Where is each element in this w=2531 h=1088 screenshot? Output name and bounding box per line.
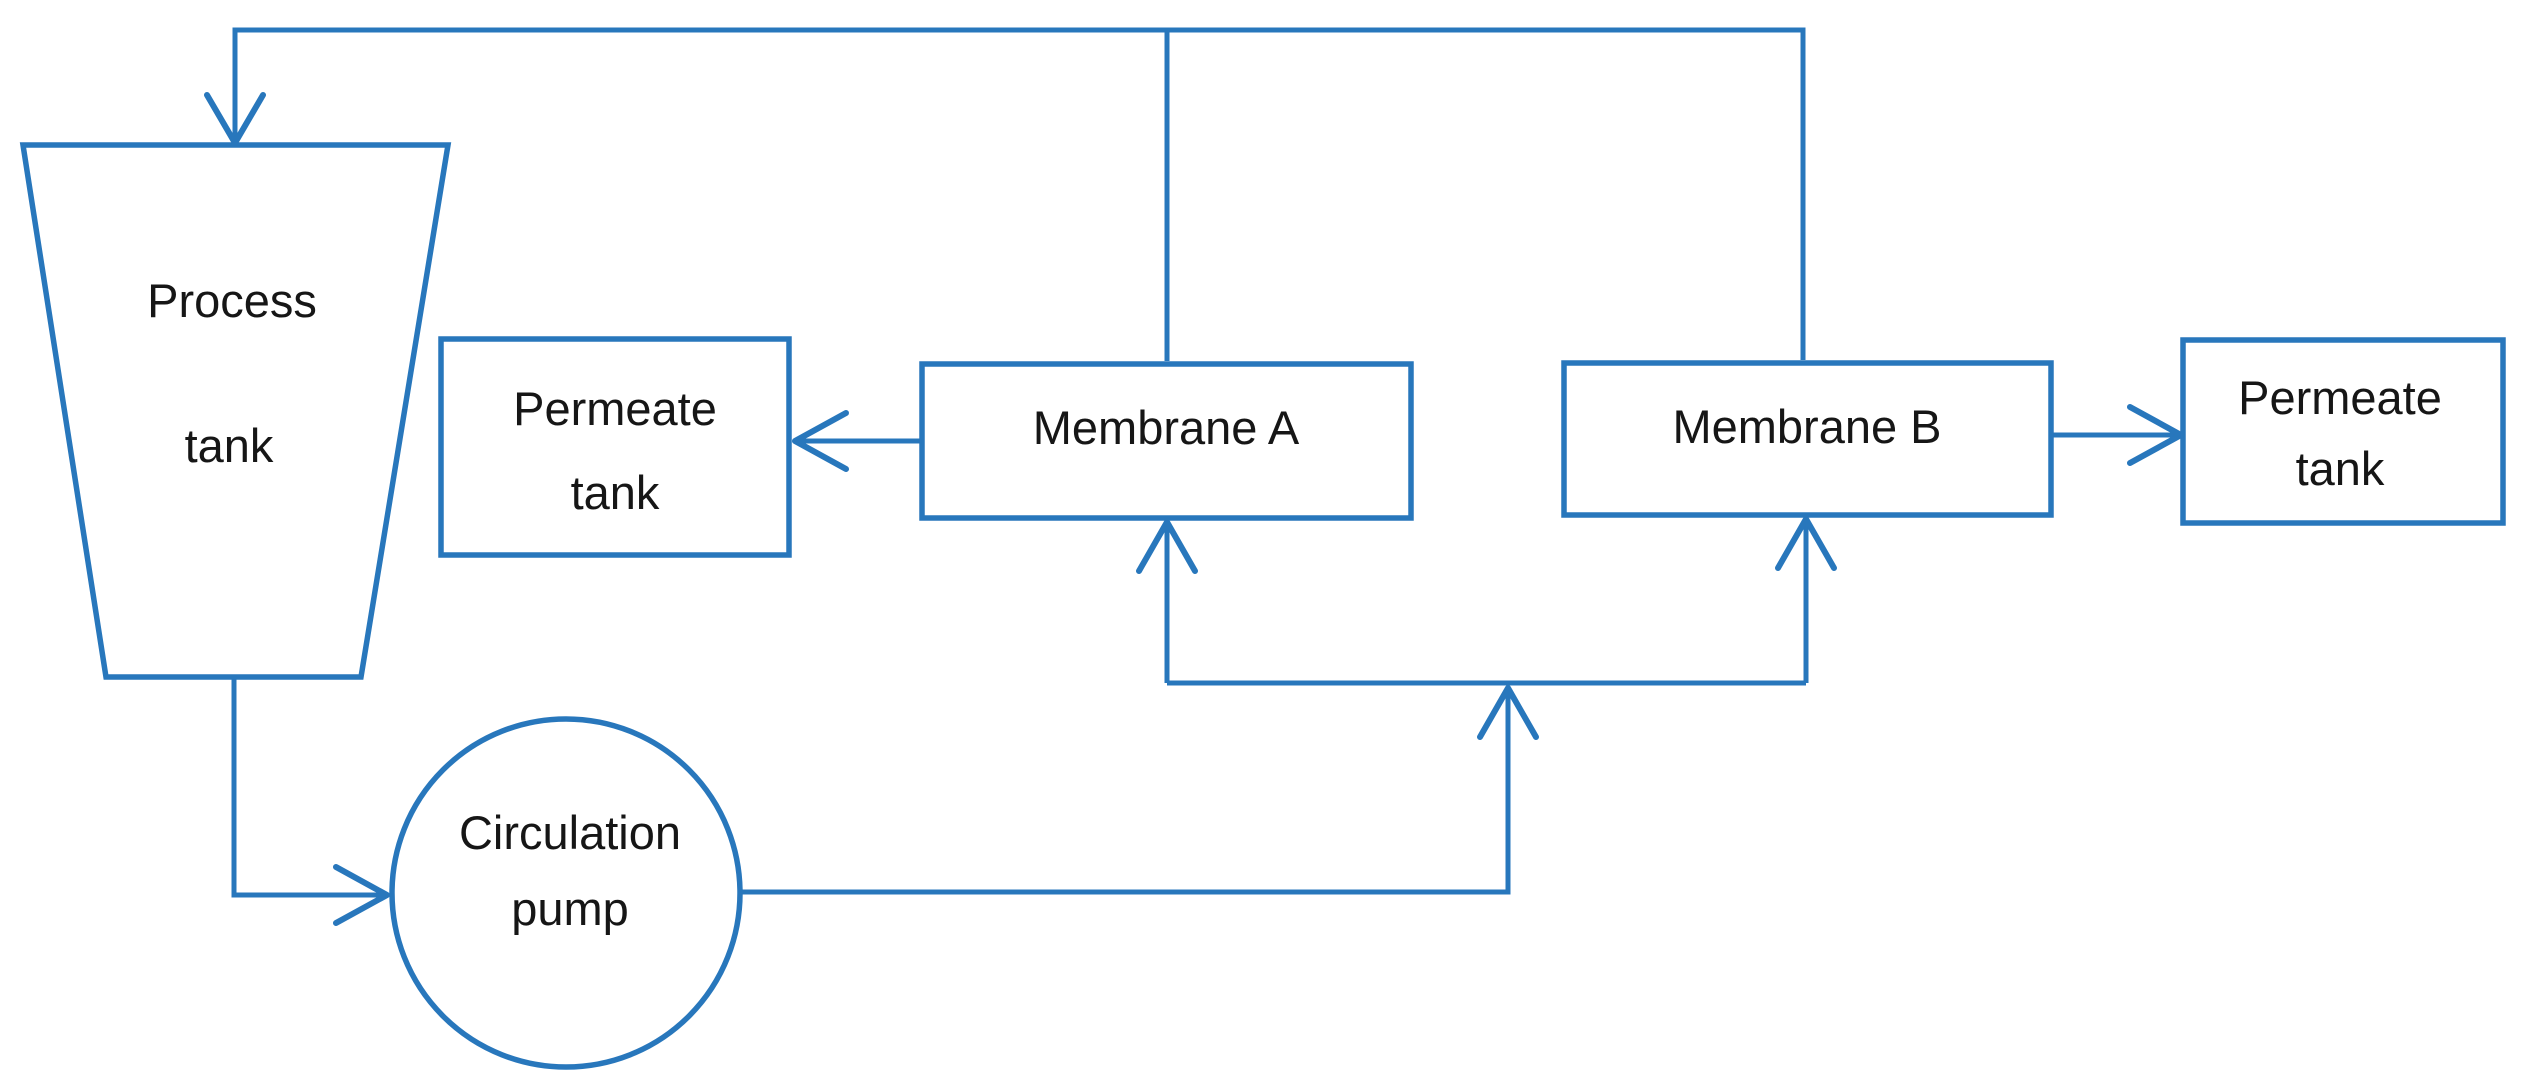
membrane-b-shape [1561, 360, 2054, 518]
process-tank-label-line1: Process [147, 274, 317, 327]
process-tank-shape [19, 142, 452, 680]
circulation-pump-label-line2: pump [511, 882, 629, 935]
permeate-tank-left-label-line1: Permeate [513, 382, 717, 435]
arrow-left-into-permeate-tank-icon [792, 410, 849, 472]
membrane-a-label: Membrane A [1033, 401, 1300, 454]
permeate-tank-left-label-line2: tank [571, 466, 660, 519]
membrane-a-shape [919, 361, 1414, 521]
permeate-tank-left-shape [438, 336, 792, 558]
arrow-up-into-membrane-a-icon [1136, 519, 1198, 574]
pump-outlet-pipe [741, 692, 1511, 895]
circulation-pump-label-line1: Circulation [459, 806, 681, 859]
permeate-tank-right-shape [2180, 337, 2506, 526]
permeate-tank-right-label-line2: tank [2296, 442, 2385, 495]
circulation-pump-shape [389, 716, 743, 1070]
membrane-b-label: Membrane B [1672, 400, 1941, 453]
arrow-up-from-pump-icon [1477, 685, 1539, 740]
process-tank-label-line2: tank [185, 419, 274, 472]
top-return-pipe [232, 27, 1806, 360]
process-tank-to-pump-pipe [231, 677, 382, 898]
arrow-up-into-membrane-b-icon [1775, 516, 1837, 571]
arrow-right-into-pump-icon [333, 864, 390, 926]
permeate-tank-right-label-line1: Permeate [2238, 371, 2442, 424]
